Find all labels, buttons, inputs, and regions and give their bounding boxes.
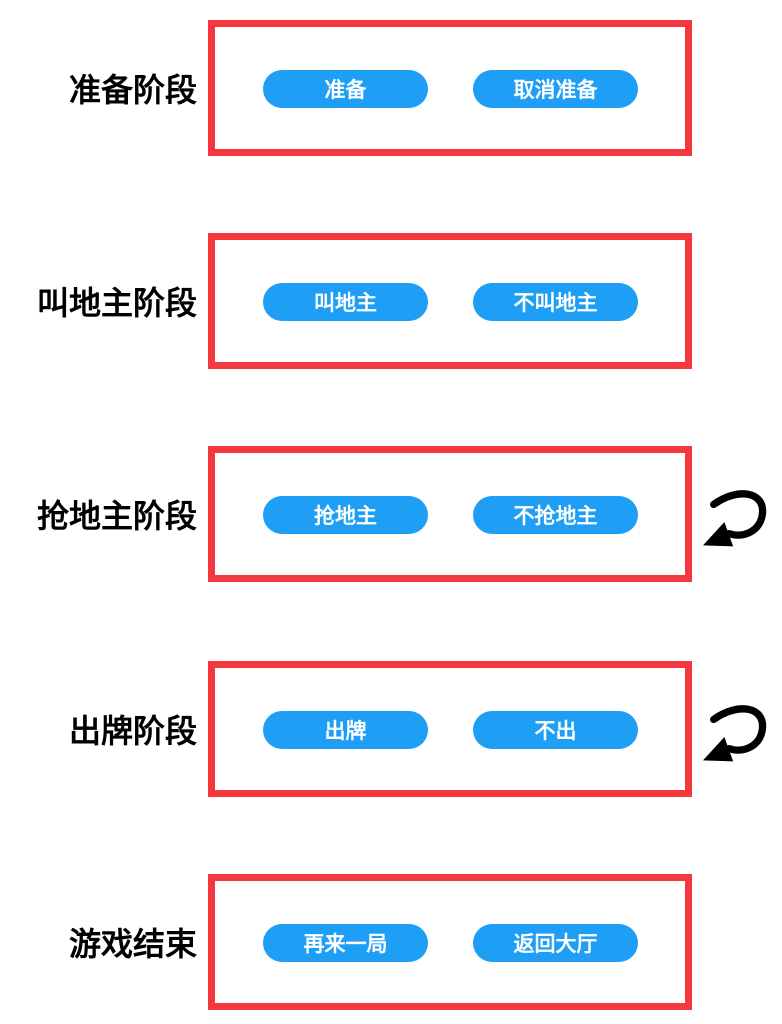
stage-box <box>208 661 692 797</box>
stage-label: 准备阶段 <box>68 72 197 108</box>
stage-row-call-landlord: 叫地主阶段 叫地主 不叫地主 <box>0 233 782 369</box>
stage-label: 出牌阶段 <box>68 713 197 749</box>
stage-box <box>208 233 692 369</box>
cancel-ready-button[interactable]: 取消准备 <box>473 70 638 108</box>
stage-row-ready: 准备阶段 准备 取消准备 <box>0 20 782 156</box>
stage-box <box>208 874 692 1010</box>
stage-box <box>208 446 692 582</box>
play-again-button[interactable]: 再来一局 <box>263 924 428 962</box>
loop-back-arrow-icon <box>702 490 767 547</box>
stage-label: 游戏结束 <box>68 926 197 962</box>
stage-row-grab-landlord: 抢地主阶段 抢地主 不抢地主 <box>0 446 782 582</box>
stage-row-play-cards: 出牌阶段 出牌 不出 <box>0 661 782 797</box>
stage-row-game-over: 游戏结束 再来一局 返回大厅 <box>0 874 782 1010</box>
return-to-lobby-button[interactable]: 返回大厅 <box>473 924 638 962</box>
stage-box <box>208 20 692 156</box>
no-call-landlord-button[interactable]: 不叫地主 <box>473 283 638 321</box>
stage-label: 叫地主阶段 <box>36 285 197 321</box>
play-cards-button[interactable]: 出牌 <box>263 711 428 749</box>
call-landlord-button[interactable]: 叫地主 <box>263 283 428 321</box>
ready-button[interactable]: 准备 <box>263 70 428 108</box>
pass-button[interactable]: 不出 <box>473 711 638 749</box>
grab-landlord-button[interactable]: 抢地主 <box>263 496 428 534</box>
no-grab-landlord-button[interactable]: 不抢地主 <box>473 496 638 534</box>
stage-label: 抢地主阶段 <box>36 498 197 534</box>
loop-back-arrow-icon <box>702 705 767 762</box>
